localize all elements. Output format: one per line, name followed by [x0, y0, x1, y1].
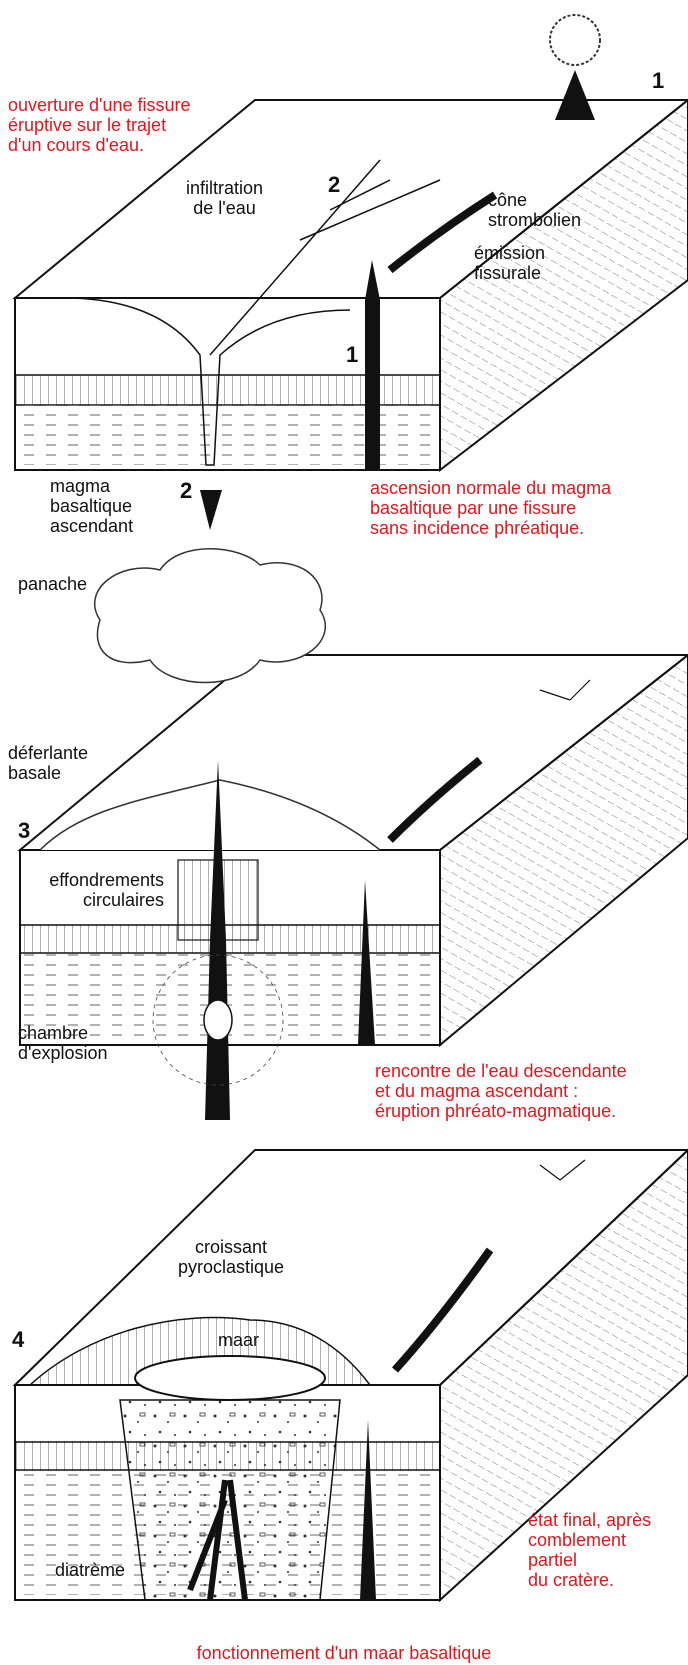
- figure-caption: fonctionnement d'un maar basaltique: [0, 1643, 688, 1663]
- step-number-2-magma: 2: [180, 478, 192, 504]
- panel-2-phreatomagmatic-eruption: [20, 549, 688, 1120]
- step-number-1-fissure: 1: [346, 342, 358, 368]
- label-infiltration: infiltration de l'eau: [186, 178, 263, 218]
- label-explosion-chamber: chambre d'explosion: [18, 1023, 108, 1063]
- step-number-4: 4: [12, 1327, 24, 1353]
- label-maar: maar: [218, 1330, 259, 1350]
- step-number-3: 3: [18, 818, 30, 844]
- label-fissure-emission: émission fissurale: [474, 243, 545, 283]
- caption-phreatomagmatic: rencontre de l'eau descendante et du mag…: [375, 1061, 627, 1121]
- caption-final-state: état final, après comblement partiel du …: [528, 1510, 651, 1590]
- label-ascending-magma: magma basaltique ascendant: [50, 476, 133, 536]
- label-diatreme: diatrème: [55, 1560, 125, 1580]
- label-pyroclastic-crescent: croissant pyroclastique: [178, 1237, 284, 1277]
- step-number-1-top: 1: [652, 68, 664, 94]
- caption-fissure-opening: ouverture d'une fissure éruptive sur le …: [8, 95, 191, 155]
- label-circular-collapses: effondrements circulaires: [18, 870, 164, 910]
- step-number-2-top: 2: [328, 172, 340, 198]
- label-plume: panache: [18, 574, 87, 594]
- caption-normal-ascent: ascension normale du magma basaltique pa…: [370, 478, 611, 538]
- label-base-surge: déferlante basale: [8, 743, 88, 783]
- label-strombolian-cone: cône strombolien: [488, 190, 581, 230]
- panel-1-fissure-opening: [15, 15, 688, 530]
